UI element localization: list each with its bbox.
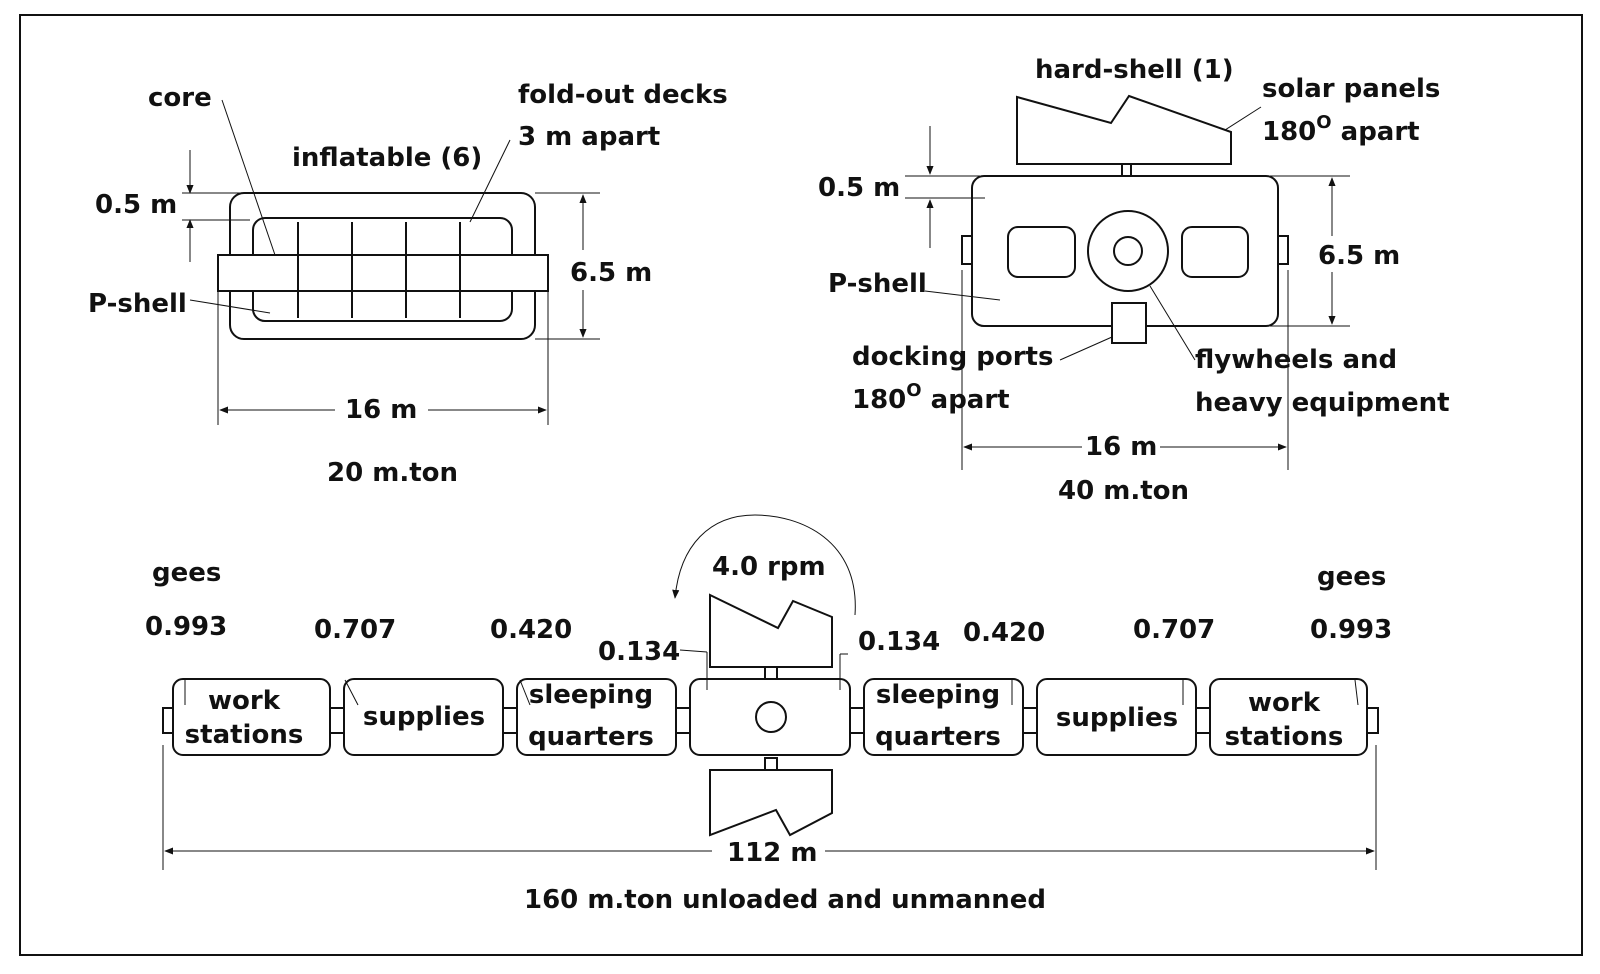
docking-angle: 180 [852, 385, 906, 415]
module-label: work [1248, 688, 1321, 718]
solar-degree: O [1316, 112, 1331, 133]
inflatable-label: inflatable (6) [292, 143, 482, 173]
module-work-stations-right [1209, 678, 1368, 756]
equipment-bay-right [1181, 226, 1249, 278]
hardshell-module: hard-shell (1) solar panels 180O apart 0… [818, 55, 1450, 506]
docking-apart: apart [922, 385, 1010, 415]
station-length-label: 112 m [727, 838, 817, 868]
solar-leader [1224, 106, 1262, 131]
solar-label-line2: 180O apart [1262, 112, 1420, 147]
module-label: quarters [875, 722, 1001, 752]
gees-value: 0.420 [963, 618, 1045, 648]
equipment-bay-left [1007, 226, 1076, 278]
solar-angle: 180 [1262, 117, 1316, 147]
gees-value: 0.420 [490, 615, 572, 645]
module-connector [849, 707, 865, 734]
mass-label: 20 m.ton [327, 458, 458, 488]
module-supplies-left [343, 678, 504, 756]
core-leader [221, 99, 276, 256]
module-label: supplies [363, 702, 485, 732]
module-work-stations-left [172, 678, 331, 756]
hub-flywheel [755, 701, 787, 733]
module-label: sleeping [876, 680, 1000, 710]
hardshell-title: hard-shell (1) [1035, 55, 1234, 85]
rotation-arrow [672, 514, 856, 616]
solar-panel [1016, 94, 1232, 165]
gees-value: 0.707 [1133, 615, 1215, 645]
module-label: work [208, 686, 281, 716]
module-connector [675, 707, 691, 734]
docking-port [1111, 302, 1147, 344]
upper-solar-panel [709, 593, 833, 668]
core-label: core [148, 83, 212, 113]
pshell-label: P-shell [88, 289, 187, 319]
thickness-label: 0.5 m [95, 190, 177, 220]
side-port-left [961, 235, 973, 265]
module-label: supplies [1056, 703, 1178, 733]
pshell-leader [189, 299, 271, 314]
solar-label-line1: solar panels [1262, 74, 1440, 104]
flywheel-leader [1149, 285, 1196, 361]
decks-label-line1: fold-out decks [518, 80, 728, 110]
gees-value: 0.993 [1310, 615, 1392, 645]
lower-panel-mast [764, 757, 778, 771]
module-connector [1022, 707, 1038, 734]
module-sleeping-right [863, 678, 1024, 756]
decks-leader [469, 139, 511, 223]
gees-leader [344, 679, 359, 706]
gees-value: 0.993 [145, 612, 227, 642]
docking-label-line1: docking ports [852, 342, 1053, 372]
end-port-right [1366, 707, 1379, 734]
mass-label: 40 m.ton [1058, 476, 1189, 506]
rotation-label: 4.0 rpm [712, 552, 826, 582]
side-port-right [1277, 235, 1289, 265]
pshell-label: P-shell [828, 269, 927, 299]
gees-header-right: gees [1317, 562, 1386, 592]
gees-leader [1354, 679, 1359, 706]
station-assembly: 4.0 rpm gees gees 0.993 0.707 0.420 0.13… [145, 514, 1392, 915]
thickness-label: 0.5 m [818, 173, 900, 203]
solar-apart: apart [1332, 117, 1420, 147]
docking-degree: O [906, 380, 921, 401]
module-connector [329, 707, 345, 734]
upper-panel-mast [764, 666, 778, 680]
gees-value: 0.707 [314, 615, 396, 645]
station-mass-label: 160 m.ton unloaded and unmanned [524, 885, 1046, 915]
length-label: 16 m [1085, 432, 1157, 462]
docking-label-line2: 180O apart [852, 380, 1010, 415]
flywheel-label-line1: flywheels and [1195, 345, 1397, 375]
length-label: 16 m [345, 395, 417, 425]
module-connector [1195, 707, 1211, 734]
module-label: stations [185, 720, 304, 750]
gees-leader [679, 649, 708, 653]
module-label: stations [1225, 722, 1344, 752]
inflatable-core [217, 254, 549, 292]
docking-leader [1059, 336, 1113, 361]
module-connector [502, 707, 518, 734]
gees-value: 0.134 [858, 627, 940, 657]
module-supplies-right [1036, 678, 1197, 756]
height-label: 6.5 m [1318, 241, 1400, 271]
module-label: sleeping [529, 680, 653, 710]
inflatable-module: core inflatable (6) fold-out decks 3 m a… [88, 80, 728, 488]
decks-label-line2: 3 m apart [518, 122, 660, 152]
gees-leader [519, 679, 531, 706]
flywheel-label-line2: heavy equipment [1195, 388, 1450, 418]
lower-solar-panel [709, 769, 833, 837]
flywheel-hub [1113, 236, 1143, 266]
height-label: 6.5 m [570, 258, 652, 288]
outer-border [19, 14, 1583, 956]
gees-value: 0.134 [598, 637, 680, 667]
module-sleeping-left [516, 678, 677, 756]
gees-header-left: gees [152, 558, 221, 588]
module-label: quarters [528, 722, 654, 752]
